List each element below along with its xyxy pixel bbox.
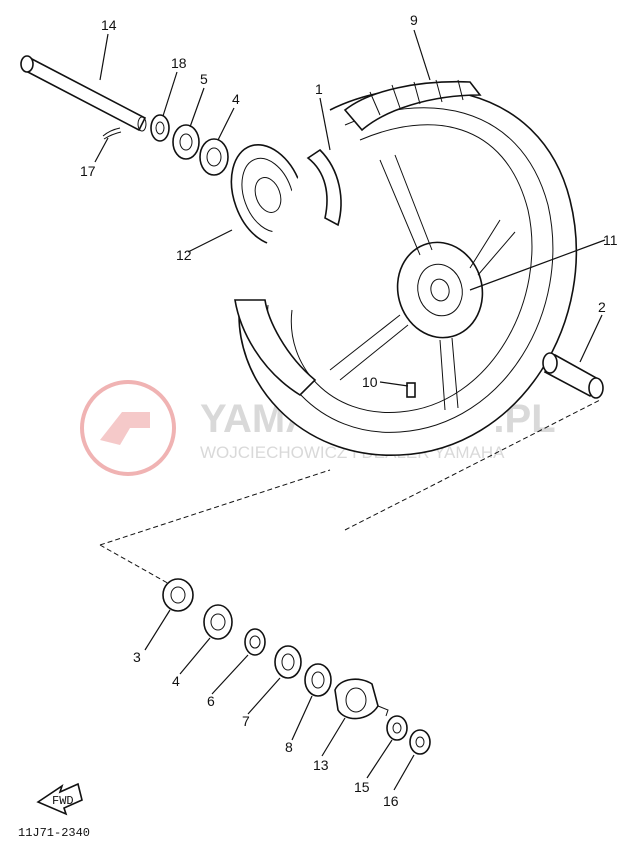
- wheel-spacer: [542, 352, 604, 399]
- cotter-pin: [102, 127, 122, 140]
- callout-7: 7: [242, 713, 250, 729]
- callout-18: 18: [171, 55, 187, 71]
- callout-15: 15: [354, 779, 370, 795]
- callout-5: 5: [200, 71, 208, 87]
- oil-seal-upper: [199, 138, 229, 176]
- axle-collar: [150, 114, 170, 142]
- callout-12: 12: [176, 247, 192, 263]
- axle-nut: [409, 729, 431, 755]
- callout-10: 10: [362, 374, 378, 390]
- washer: [386, 715, 408, 741]
- callout-labels: 14 18 5 4 17 12 1 9 11 2 10 3 4 6 7 8 13…: [80, 12, 618, 809]
- fwd-label: FWD: [52, 794, 74, 808]
- callout-6: 6: [207, 693, 215, 709]
- watermark-logo-inner: [100, 412, 150, 445]
- callout-4-lower: 4: [172, 673, 180, 689]
- callout-8: 8: [285, 739, 293, 755]
- bearing-lower: [274, 645, 302, 679]
- bearing-upper: [172, 124, 200, 160]
- explode-outline: [99, 399, 601, 591]
- callout-13: 13: [313, 757, 329, 773]
- callout-16: 16: [383, 793, 399, 809]
- speedometer-gear-unit: [334, 678, 389, 720]
- oil-seal-lower: [203, 604, 233, 640]
- callout-1: 1: [315, 81, 323, 97]
- gear-unit-seal: [304, 663, 332, 697]
- diagram-code: 11J71-2340: [18, 826, 90, 840]
- callout-3: 3: [133, 649, 141, 665]
- callout-17: 17: [80, 163, 96, 179]
- callout-2: 2: [598, 299, 606, 315]
- fwd-arrow-icon: FWD: [36, 782, 83, 816]
- wheel-assembly: [234, 79, 578, 456]
- lower-parts: [162, 578, 431, 755]
- watermark-logo-icon: [80, 380, 176, 476]
- callout-4-upper: 4: [232, 91, 240, 107]
- callout-9: 9: [410, 12, 418, 28]
- collar-lower: [162, 578, 194, 612]
- callout-14: 14: [101, 17, 117, 33]
- callout-11: 11: [603, 232, 618, 248]
- front-axle: [20, 55, 147, 132]
- retainer: [244, 628, 266, 656]
- leader-lines: [94, 29, 606, 791]
